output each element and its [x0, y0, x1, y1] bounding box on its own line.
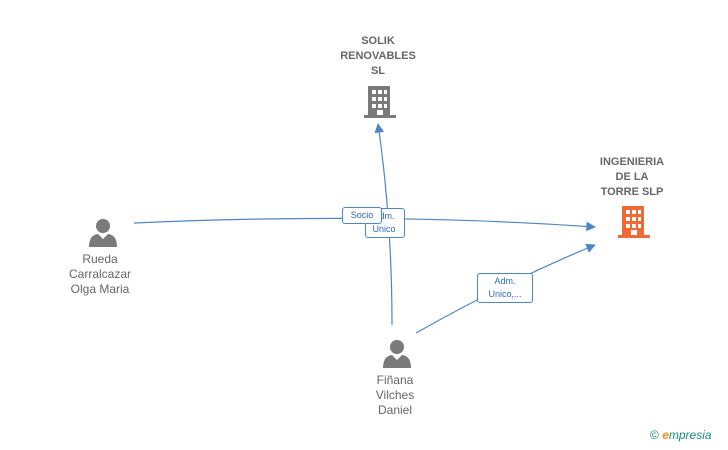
- node-label-solik[interactable]: SOLIK RENOVABLES SL: [340, 35, 416, 77]
- brand-e: e: [662, 428, 669, 442]
- person-icon-rueda: [89, 219, 117, 247]
- edge-label-socio: Socio: [342, 207, 382, 224]
- copyright-symbol: ©: [650, 428, 659, 442]
- edge-label-adm-unico-bottom: Adm. Unico,...: [477, 273, 533, 303]
- building-icon-solik: [364, 86, 396, 118]
- empresia-watermark: © empresia: [650, 428, 712, 442]
- building-icon-ingenieria: [618, 206, 650, 238]
- person-icon-finana: [383, 340, 411, 368]
- node-label-finana[interactable]: Fiñana Vilches Daniel: [375, 373, 415, 417]
- node-label-rueda[interactable]: Rueda Carralcazar Olga Maria: [68, 252, 131, 296]
- node-label-ingenieria[interactable]: INGENIERIA DE LA TORRE SLP: [599, 156, 665, 198]
- brand-rest: mpresia: [668, 428, 712, 442]
